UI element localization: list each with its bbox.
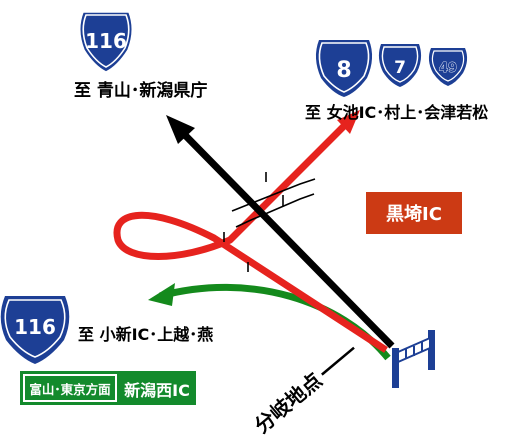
route-8-number: 8 <box>336 58 351 83</box>
branch-gate-icon <box>392 330 435 388</box>
destination-northeast-label: 至 女池IC･村上･会津若松 <box>305 103 488 122</box>
route-116-west-number: 116 <box>14 315 56 339</box>
kurosaki-ic-box: 黒埼IC <box>366 192 462 234</box>
route-7-shield: 7 <box>378 44 422 87</box>
route-7-number: 7 <box>394 58 406 78</box>
kurosaki-ic-label: 黒埼IC <box>386 203 442 225</box>
red-route-line <box>113 121 388 353</box>
route-116-north-shield: 116 <box>79 11 133 73</box>
ic-sign-direction-label: 富山･東京方面 <box>29 382 111 397</box>
destination-north-label: 至 青山･新潟県庁 <box>74 80 207 101</box>
branch-point-leader-line <box>321 346 355 376</box>
branch-point-group: 分岐地点 <box>250 346 355 438</box>
ic-sign-name-label: 新潟西IC <box>124 381 190 400</box>
route-49-number: 49 <box>439 61 457 76</box>
green-arrowhead <box>148 283 175 306</box>
route-49-shield: 49 <box>428 48 468 86</box>
route-116-west-shield: 116 <box>0 296 70 364</box>
niigata-nishi-ic-sign: 富山･東京方面 新潟西IC <box>20 371 196 405</box>
route-8-shield: 8 <box>315 40 373 97</box>
route-116-north-number: 116 <box>85 29 127 53</box>
destination-west-label: 至 小新IC･上越･燕 <box>78 325 213 344</box>
black-arrowhead <box>166 115 195 144</box>
red-arrowhead <box>337 110 360 134</box>
black-route-line <box>177 127 395 349</box>
bridge-marks <box>223 172 316 272</box>
branch-point-label: 分岐地点 <box>250 368 327 438</box>
